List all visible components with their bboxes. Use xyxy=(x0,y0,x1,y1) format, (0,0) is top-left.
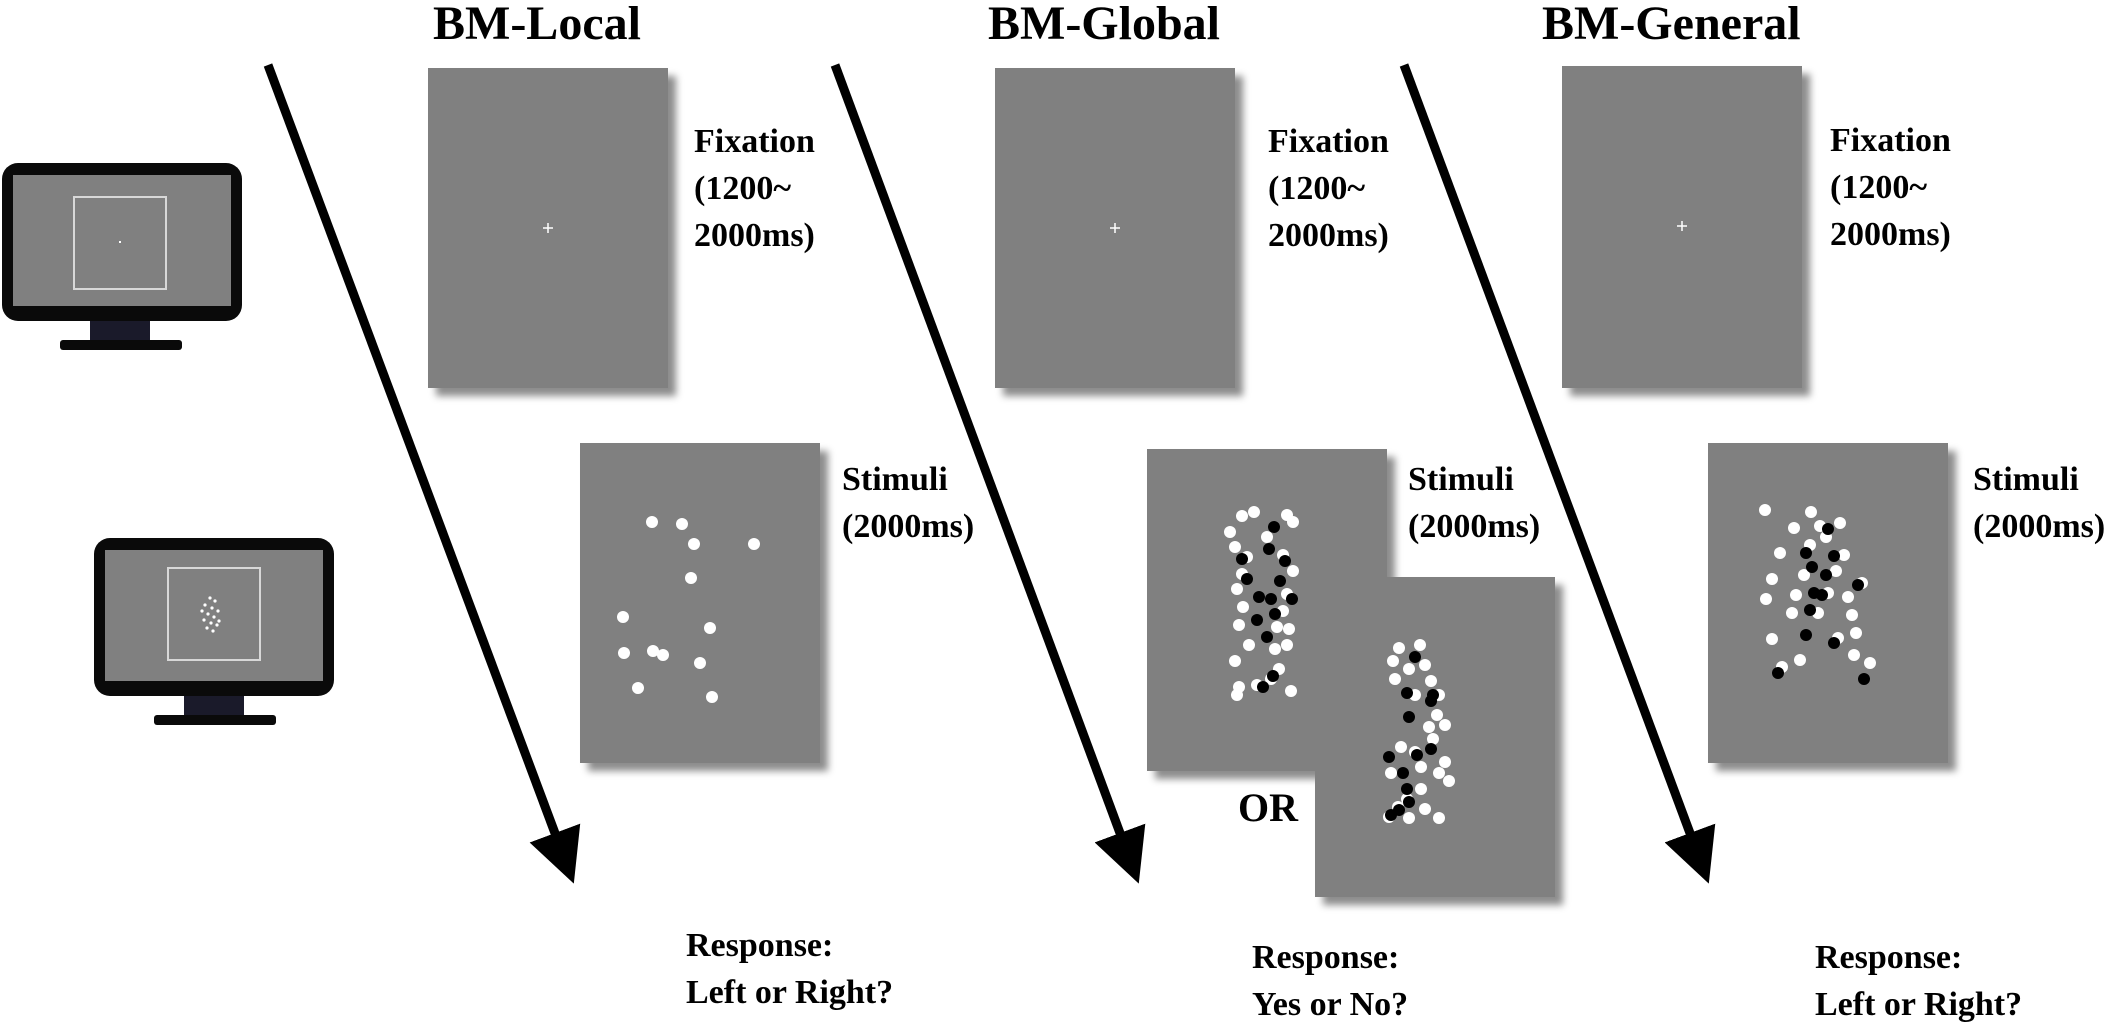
column-title-global: BM-Global xyxy=(988,0,1221,50)
fixation-screen-general xyxy=(1562,66,1802,388)
fixation-cross-icon xyxy=(543,223,553,233)
stimuli-screen-local xyxy=(580,443,820,763)
fixation-label-local: Fixation (1200~ 2000ms) xyxy=(694,123,815,254)
or-label: OR xyxy=(1238,785,1298,830)
response-label-global: Response: Yes or No? xyxy=(1252,939,1409,1023)
point-light-walker-mixed xyxy=(1383,639,1455,824)
stimuli-label-global: Stimuli (2000ms) xyxy=(1408,461,1541,545)
column-title-general: BM-General xyxy=(1542,0,1801,50)
fixation-screen-local xyxy=(428,68,668,388)
fixation-label-global: Fixation (1200~ 2000ms) xyxy=(1268,123,1389,254)
stimuli-label-local: Stimuli (2000ms) xyxy=(842,461,975,545)
response-label-local: Response: Left or Right? xyxy=(686,927,894,1011)
response-label-general: Response: Left or Right? xyxy=(1815,939,2023,1023)
monitor-stimuli-illustration xyxy=(94,538,334,725)
fixation-cross-icon xyxy=(1110,223,1120,233)
column-title-local: BM-Local xyxy=(433,0,641,50)
stimuli-screen-global-b xyxy=(1315,577,1555,897)
point-light-walker-mixed xyxy=(1224,506,1299,701)
fixation-label-general: Fixation (1200~ 2000ms) xyxy=(1830,122,1951,253)
fixation-cross-icon xyxy=(1677,221,1687,231)
stimuli-screen-general xyxy=(1708,443,1948,763)
stimuli-label-general: Stimuli (2000ms) xyxy=(1973,461,2106,545)
fixation-screen-global xyxy=(995,68,1235,388)
point-light-walker-mixed xyxy=(1759,504,1876,685)
monitor-fixation-illustration xyxy=(2,163,242,350)
point-light-dots-scrambled xyxy=(617,516,760,703)
